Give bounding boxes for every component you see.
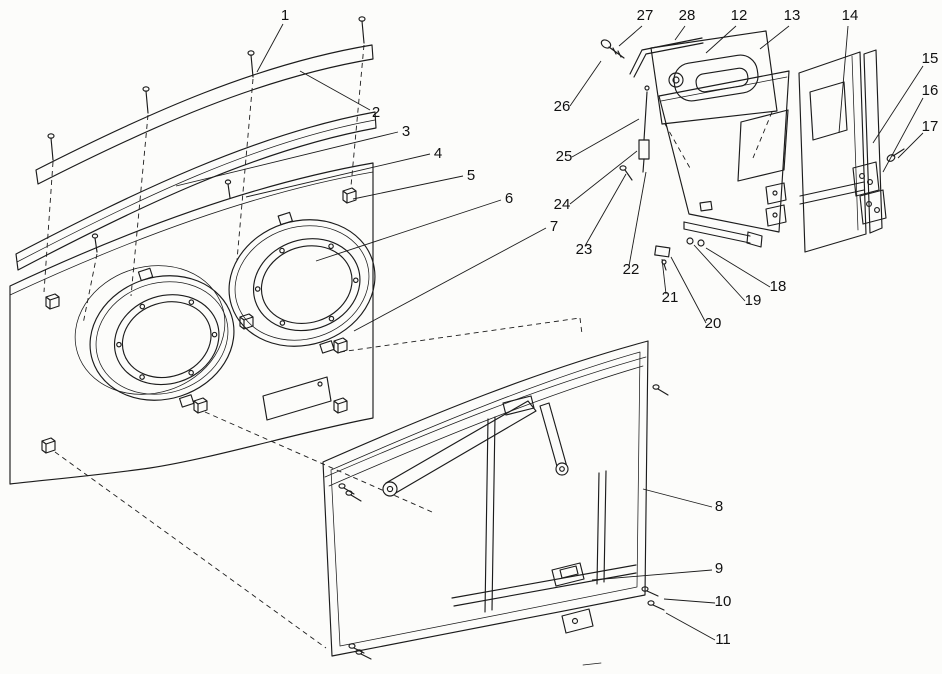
leader-26 — [569, 60, 602, 107]
leader-21 — [661, 258, 667, 295]
top-trim-strips — [15, 16, 377, 271]
leader-4 — [245, 153, 431, 198]
callout-label-12: 12 — [731, 7, 748, 24]
callout-label-27: 27 — [637, 7, 654, 24]
latch-bracket-upper — [551, 562, 585, 587]
callout-label-10: 10 — [715, 593, 732, 610]
leader-5 — [352, 175, 464, 200]
lower-latch-bar — [654, 221, 763, 271]
leader-27 — [618, 25, 643, 47]
leader-13 — [759, 25, 790, 50]
callout-label-28: 28 — [679, 7, 696, 24]
door-handle — [668, 54, 759, 102]
callout-label-11: 11 — [715, 631, 731, 648]
leader-10 — [663, 598, 716, 604]
handle-screw — [600, 39, 625, 59]
latch-rod — [619, 85, 650, 181]
leader-6 — [315, 199, 502, 262]
callout-label-7: 7 — [550, 218, 558, 235]
right-bezel — [228, 211, 376, 354]
front-panel — [9, 162, 376, 485]
leader-15 — [872, 65, 924, 144]
leader-24 — [569, 150, 638, 205]
callout-label-19: 19 — [745, 292, 762, 309]
back-panel — [863, 49, 883, 234]
hinge-blocks — [852, 161, 887, 225]
callout-label-15: 15 — [922, 50, 939, 67]
callout-label-26: 26 — [554, 98, 571, 115]
callout-label-1: 1 — [281, 7, 289, 24]
leader-17 — [897, 132, 924, 159]
callout-label-3: 3 — [402, 123, 410, 140]
support-frame — [322, 340, 669, 666]
leader-20 — [670, 256, 707, 324]
left-bezel — [89, 267, 235, 408]
upper-trim-strip — [35, 44, 374, 185]
callout-label-21: 21 — [662, 289, 679, 306]
door-panel — [658, 70, 790, 233]
frame-hardware — [338, 384, 669, 660]
leader-2 — [299, 70, 371, 111]
callout-label-9: 9 — [715, 560, 723, 577]
callout-label-4: 4 — [434, 145, 442, 162]
serial-plate — [262, 376, 332, 421]
leader-8 — [642, 488, 713, 508]
trim-screws — [47, 16, 366, 253]
leader-16 — [882, 97, 924, 173]
callout-label-6: 6 — [505, 190, 513, 207]
callout-label-18: 18 — [770, 278, 787, 295]
callout-labels: 1 2 3 4 5 6 7 8 9 10 11 12 13 14 15 16 1… — [281, 7, 939, 648]
latch-assembly — [600, 30, 905, 271]
lower-trim-strip — [15, 111, 377, 271]
leader-14 — [838, 25, 849, 134]
leader-22 — [628, 171, 647, 267]
leader-11 — [665, 612, 716, 641]
leader-23 — [584, 173, 627, 247]
callout-label-16: 16 — [922, 82, 939, 99]
frame-levers — [382, 395, 569, 497]
callout-label-8: 8 — [715, 498, 723, 515]
callout-label-17: 17 — [922, 118, 939, 135]
callout-label-13: 13 — [784, 7, 801, 24]
callout-label-20: 20 — [705, 315, 722, 332]
leader-3 — [175, 131, 399, 187]
leader-12 — [705, 25, 737, 54]
callout-leaders — [175, 23, 924, 641]
handle-arm — [629, 37, 704, 78]
callout-label-14: 14 — [842, 7, 859, 24]
callout-label-25: 25 — [556, 148, 573, 165]
frame-outer — [322, 340, 649, 657]
latch-bracket-lower — [561, 608, 594, 634]
panel-clips — [41, 187, 357, 454]
callout-label-23: 23 — [576, 241, 593, 258]
handle-bezel-plate — [650, 30, 778, 125]
callout-label-5: 5 — [467, 167, 475, 184]
leader-19 — [693, 244, 746, 302]
leader-9 — [591, 569, 713, 581]
leader-1 — [256, 23, 284, 73]
callout-label-2: 2 — [372, 104, 380, 121]
callout-label-22: 22 — [623, 261, 640, 278]
leader-25 — [571, 118, 640, 158]
callout-label-24: 24 — [554, 196, 571, 213]
hinge-screw — [886, 148, 905, 162]
frame-inner — [330, 351, 641, 647]
side-panel — [798, 51, 867, 253]
leader-18 — [705, 247, 771, 288]
leader-7 — [353, 227, 547, 332]
front-panel-outline — [9, 162, 374, 485]
leader-28 — [674, 25, 686, 41]
